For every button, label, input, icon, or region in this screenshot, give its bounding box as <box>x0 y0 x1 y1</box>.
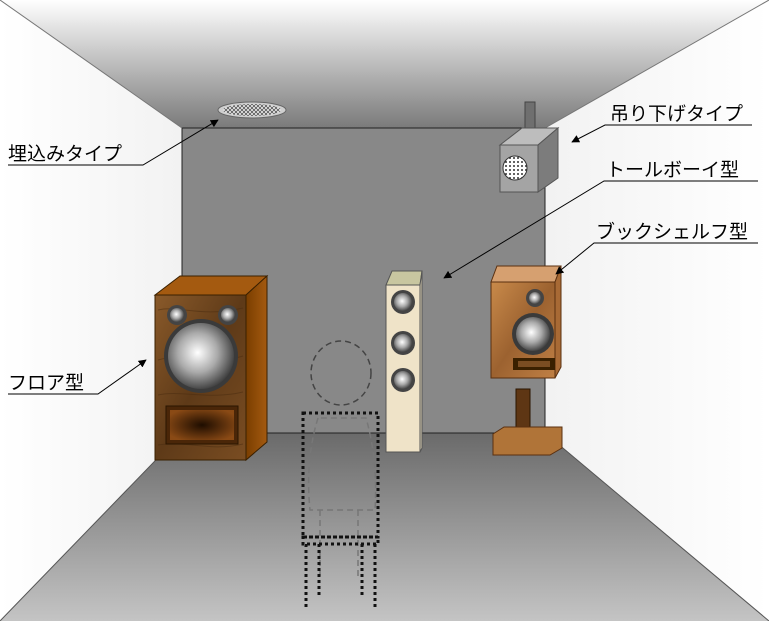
label-hanging: 吊り下げタイプ <box>610 103 744 125</box>
label-floor: フロア型 <box>8 372 85 394</box>
label-bookshelf: ブックシェルフ型 <box>596 221 749 243</box>
floor-speaker <box>153 274 269 462</box>
leader-hanging <box>571 124 752 143</box>
ceiling <box>0 0 769 128</box>
in-ceiling-speaker <box>217 101 287 119</box>
leader-tallboy <box>443 180 758 279</box>
label-in-ceiling: 埋込みタイプ <box>8 143 123 165</box>
label-tallboy: トールボーイ型 <box>606 159 740 181</box>
hanging-speaker <box>498 101 560 193</box>
right-wall <box>545 0 769 621</box>
listener-outline <box>301 340 380 610</box>
bookshelf-speaker <box>490 265 563 456</box>
leader-floor <box>8 359 147 395</box>
leader-lines <box>8 119 758 395</box>
leader-bookshelf <box>555 242 758 275</box>
floor <box>0 433 769 621</box>
leader-in-ceiling <box>8 119 219 166</box>
tallboy-speaker <box>385 270 423 453</box>
left-wall <box>0 0 182 621</box>
